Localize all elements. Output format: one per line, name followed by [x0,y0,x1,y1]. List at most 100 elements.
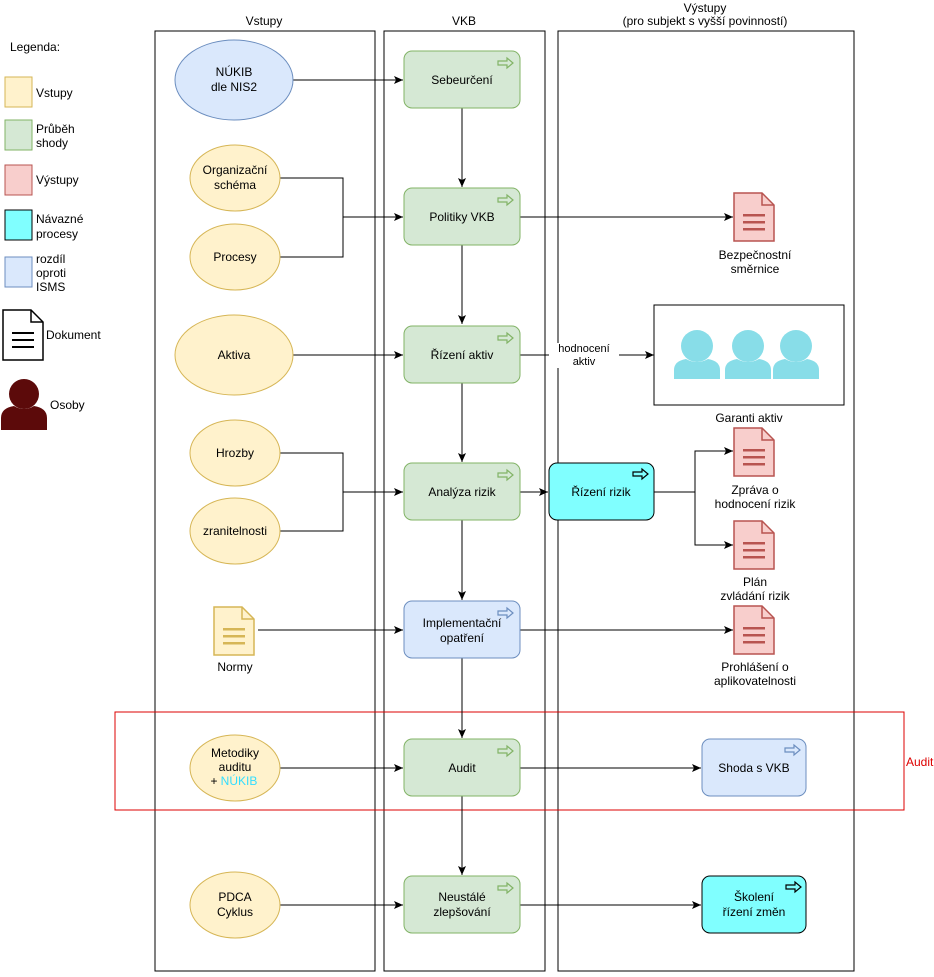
followup-risk-management-label: Řízení rizik [571,484,631,499]
output-vkb-compliance [701,738,807,797]
legend-followup-label-1: Návazné [36,212,84,226]
legend-compliance-label-2: shody [36,136,68,150]
legend-output-swatch [4,164,33,196]
output-risk-plan-label-2: zvládání rizik [720,589,790,603]
input-pdca-label-2: Cyklus [217,905,253,919]
input-threats-label: Hrozby [216,446,254,460]
vkb-implementation [403,600,521,659]
input-norms-label: Normy [217,660,252,674]
legend-document-label: Dokument [46,328,101,342]
legend-persons-label: Osoby [50,398,85,412]
inputs-column [154,30,376,972]
input-pdca [189,871,281,939]
input-audit-methods-plus: + [210,774,217,788]
vkb-risk-analysis [403,462,521,521]
legend-diff-swatch [4,256,33,288]
audit-frame [114,711,905,811]
input-org-chart-label-2: schéma [214,178,256,192]
outputs-column-title-1: Výstupy [684,1,727,15]
output-risk-plan-document-icon [733,520,775,570]
input-audit-methods-label-1: Metodiky [211,746,259,760]
vkb-column-title: VKB [452,14,476,28]
input-threats [189,419,281,487]
input-processes-label: Procesy [213,250,256,264]
input-nukib [174,39,294,121]
vkb-audit-label: Audit [448,761,476,775]
inputs: NÚKIB dle NIS2 Organizační schéma Proces… [174,39,294,939]
input-org-chart-label-1: Organizační [203,163,268,177]
input-audit-methods-label-2: auditu [219,760,252,774]
output-risk-report-label-2: hodnocení rizik [715,497,797,511]
legend-diff-label-2: oproti [36,266,66,280]
input-audit-methods-nukib: NÚKIB [221,773,258,788]
legend-diff-label-1: rozdíl [36,252,65,266]
output-soa-document-icon [733,605,775,655]
output-risk-report-document-icon [733,427,775,477]
vkb-column [383,30,546,972]
person-icon [1,379,47,430]
output-risk-plan-label-1: Plán [743,575,767,589]
output-soa-label-1: Prohlášení o [721,660,789,674]
input-vulnerabilities-label: zranitelnosti [203,524,267,538]
legend-compliance-label-1: Průběh [36,122,75,136]
output-risk-report-label-1: Zpráva o [731,483,779,497]
vkb-audit [403,738,521,797]
vkb-processes: Sebeurčení Politiky VKB Řízení aktiv Ana… [403,50,521,934]
input-norms-document-icon [213,606,255,656]
input-assets [174,314,294,396]
legend-compliance-swatch [4,119,33,151]
input-pdca-label-1: PDCA [218,890,251,904]
input-org-chart [189,144,281,212]
asset-eval-label-2: aktiv [573,356,596,368]
input-vulnerabilities [189,497,281,565]
document-icon [2,309,44,361]
vkb-self-determination-label: Sebeurčení [431,73,493,87]
vkb-self-determination [403,50,521,109]
followup-training-label-1: Školení [734,889,775,904]
output-directive-label-2: směrnice [731,262,780,276]
vkb-policies [403,187,521,246]
vkb-policies-label: Politiky VKB [429,210,494,224]
input-processes [189,223,281,291]
vkb-asset-management-label: Řízení aktiv [431,347,494,362]
legend-input-label: Vstupy [36,86,73,100]
person-icon [674,330,720,379]
legend-output-label: Výstupy [36,173,79,187]
followup-risk-management [548,462,655,521]
legend: Legenda: Vstupy Průběh shody Výstupy Náv… [1,40,101,430]
legend-input-swatch [4,76,33,108]
legend-followup-label-2: procesy [36,227,78,241]
input-nukib-label-2: dle NIS2 [211,80,257,94]
vkb-implementation-label-1: Implementační [423,616,502,630]
audit-frame-label: Audit [906,755,934,769]
vkb-implementation-label-2: opatření [440,631,485,645]
inputs-column-title: Vstupy [246,14,283,28]
input-nukib-label-1: NÚKIB [216,64,253,79]
outputs-column-title-2: (pro subjekt s vyšší povinností) [623,14,788,28]
input-assets-label: Aktiva [218,348,251,362]
outputs: Bezpečnostní směrnice Garanti aktiv Říze… [548,192,845,934]
arrow-right-icon [785,880,802,894]
output-vkb-compliance-label: Shoda s VKB [718,761,789,775]
vkb-risk-analysis-label: Analýza rizik [428,485,496,499]
vkb-improvement [403,875,521,934]
followup-training [701,875,807,934]
output-asset-owners-label: Garanti aktiv [715,411,782,425]
vkb-improvement-label-1: Neustálé [438,890,486,904]
output-directive-document-icon [733,192,775,242]
asset-eval-label-1: hodnocení [558,343,609,355]
input-audit-methods [189,734,281,802]
vkb-improvement-label-2: zlepšování [433,905,491,919]
person-icon [725,330,771,379]
asset-owners-person-icons [674,330,819,379]
person-icon [773,330,819,379]
legend-diff-label-3: ISMS [36,280,65,294]
output-directive-label-1: Bezpečnostní [719,248,792,262]
arrow-right-icon [632,467,649,481]
asset-eval-label-bg [549,343,619,368]
legend-followup-swatch [4,209,33,241]
legend-title: Legenda: [10,40,60,54]
output-soa-label-2: aplikovatelnosti [714,674,796,688]
vkb-asset-management [403,325,521,384]
